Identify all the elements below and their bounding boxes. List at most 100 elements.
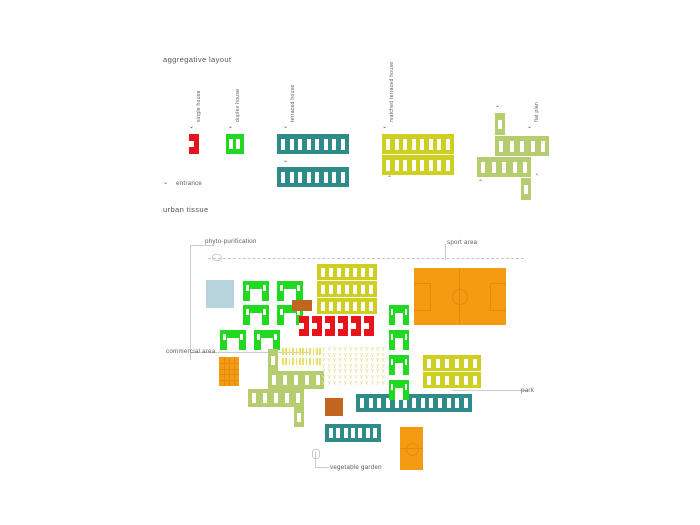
tree-icon: Y	[332, 380, 337, 387]
green-courtyard-block	[277, 281, 303, 301]
unit-void	[365, 428, 370, 438]
green-courtyard-block	[389, 305, 409, 325]
tree-icon: Y	[343, 363, 348, 370]
entrance-chevron-icon: ⌄	[228, 124, 234, 130]
hedge-tick	[282, 348, 284, 355]
tree-icon: Y	[376, 363, 380, 370]
tree-icon: Y	[322, 347, 326, 353]
unit-void	[245, 285, 249, 292]
unit-void	[429, 398, 434, 408]
unit-void	[411, 160, 416, 171]
tree-icon: Y	[349, 375, 353, 381]
single-house-unit	[299, 316, 309, 336]
courtyard-void	[250, 313, 262, 325]
tree-icon: Y	[327, 363, 331, 370]
tree-icon: Y	[376, 380, 380, 387]
pitch-box-line	[414, 283, 430, 284]
single-house-block	[189, 134, 199, 154]
unit-void	[391, 334, 394, 341]
unit-void	[274, 393, 278, 403]
courtyard-void	[261, 338, 273, 350]
matched-terraced-row-2	[382, 155, 454, 175]
hedge-tick	[288, 348, 291, 355]
courtyard-void	[394, 363, 404, 375]
tree-icon: Y	[349, 358, 353, 365]
tree-icon: Y	[343, 375, 348, 381]
tree-icon: Y	[354, 375, 358, 381]
hedge-tick	[292, 348, 294, 355]
tree-icon: Y	[376, 347, 380, 353]
unit-void	[236, 139, 240, 149]
unit-void	[463, 376, 468, 385]
tree-icon: Y	[327, 375, 331, 381]
tree-icon: Y	[359, 369, 364, 376]
pitch-box-line	[430, 283, 431, 311]
unit-void	[263, 309, 267, 316]
courtyard-void	[394, 388, 404, 400]
tree-icon: Y	[359, 375, 364, 381]
tree-icon: Y	[365, 369, 369, 376]
tree-icon: Y	[343, 347, 348, 353]
unit-void	[446, 160, 450, 171]
matched-terraced-tissue-5	[423, 372, 481, 388]
entrance-chevron-left-icon: ‹	[536, 172, 538, 178]
unit-void	[256, 334, 260, 341]
courtyard-void	[250, 289, 262, 301]
tree-icon: Y	[338, 369, 342, 376]
tree-icon: Y	[381, 375, 385, 381]
tree-icon: Y	[349, 369, 353, 376]
tree-icon: Y	[370, 375, 375, 381]
unit-void	[491, 162, 496, 173]
unit-void	[509, 141, 514, 152]
unit-void	[297, 413, 301, 422]
unit-void	[329, 268, 333, 277]
unit-void	[368, 398, 373, 408]
tree-icon: Y	[332, 352, 337, 359]
entrance-chevron-icon: ⌄	[527, 124, 533, 130]
unit-void	[364, 323, 369, 329]
unit-void	[473, 376, 477, 385]
leader-park	[452, 390, 528, 391]
unit-void	[523, 162, 527, 173]
tree-icon: Y	[354, 352, 358, 359]
unit-void	[297, 309, 301, 316]
unit-void	[353, 285, 357, 294]
tree-icon: Y	[343, 380, 348, 387]
tree-icon: Y	[332, 358, 337, 365]
green-courtyard-block	[254, 330, 280, 350]
tree-icon: Y	[327, 352, 331, 359]
unit-void	[428, 139, 433, 150]
hedge-tick	[319, 358, 321, 365]
hedge-tick	[305, 348, 308, 355]
unit-void	[272, 375, 276, 385]
entrance-chevron-icon: ⌄	[189, 124, 195, 130]
green-courtyard-block	[389, 380, 409, 400]
terraced-row-vegetable-garden	[325, 424, 381, 442]
matched-terraced-tissue-2	[317, 281, 377, 297]
tree-icon: Y	[349, 363, 353, 370]
water-basin-block	[206, 280, 234, 308]
unit-void	[428, 160, 433, 171]
unit-void	[285, 393, 289, 403]
tree-icon: Y	[332, 347, 337, 353]
hedge-tick	[285, 358, 287, 365]
unit-void	[329, 302, 333, 311]
hedge-tick	[282, 358, 284, 365]
tree-icon: Y	[327, 347, 331, 353]
tree-icon: Y	[338, 363, 342, 370]
unit-void	[498, 120, 502, 129]
unit-void	[305, 375, 309, 385]
unit-void	[454, 376, 459, 385]
tree-icon: Y	[332, 375, 337, 381]
unit-void	[337, 268, 341, 277]
tree-icon: Y	[354, 369, 358, 376]
unit-void	[222, 334, 226, 341]
unit-void	[412, 398, 416, 408]
tree-icon: Y	[365, 352, 369, 359]
unit-void	[306, 139, 311, 150]
unit-void	[520, 141, 524, 152]
label-park: park	[521, 387, 535, 394]
unit-void	[325, 323, 330, 329]
entrance-chevron-up-icon: ⌃	[478, 180, 484, 186]
